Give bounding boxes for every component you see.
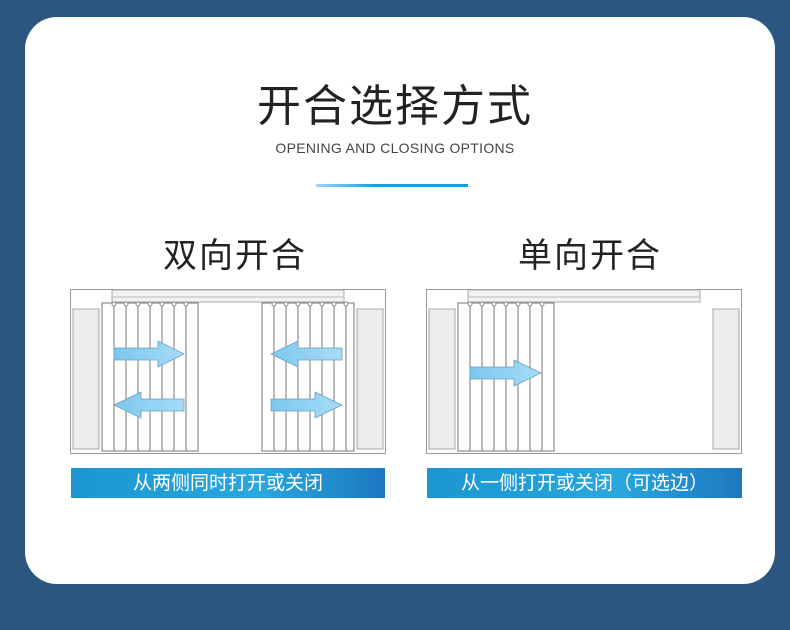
title-divider <box>316 184 468 187</box>
right-wall <box>356 308 384 450</box>
curtain-rail <box>111 289 345 303</box>
page-subtitle: OPENING AND CLOSING OPTIONS <box>275 140 515 156</box>
left-curtain <box>101 302 199 452</box>
arrow-right-icon <box>469 359 542 387</box>
caption-bidirectional: 从两侧同时打开或关闭 <box>71 468 385 498</box>
curtain-rail <box>467 289 701 303</box>
arrow-right-icon <box>113 340 185 368</box>
left-wall <box>428 308 456 450</box>
panel-title-bidirectional: 双向开合 <box>163 236 307 276</box>
arrow-left-icon <box>270 340 343 368</box>
single-direction-curtain-diagram <box>426 289 742 454</box>
bidirectional-curtain-diagram <box>70 289 386 454</box>
arrow-right-icon <box>270 391 343 419</box>
panel-title-single-direction: 单向开合 <box>518 236 662 276</box>
left-wall <box>72 308 100 450</box>
caption-single-direction: 从一侧打开或关闭（可选边） <box>427 468 742 498</box>
right-curtain <box>261 302 355 452</box>
right-wall <box>712 308 740 450</box>
arrow-left-icon <box>113 391 185 419</box>
page-title: 开合选择方式 <box>257 81 533 132</box>
